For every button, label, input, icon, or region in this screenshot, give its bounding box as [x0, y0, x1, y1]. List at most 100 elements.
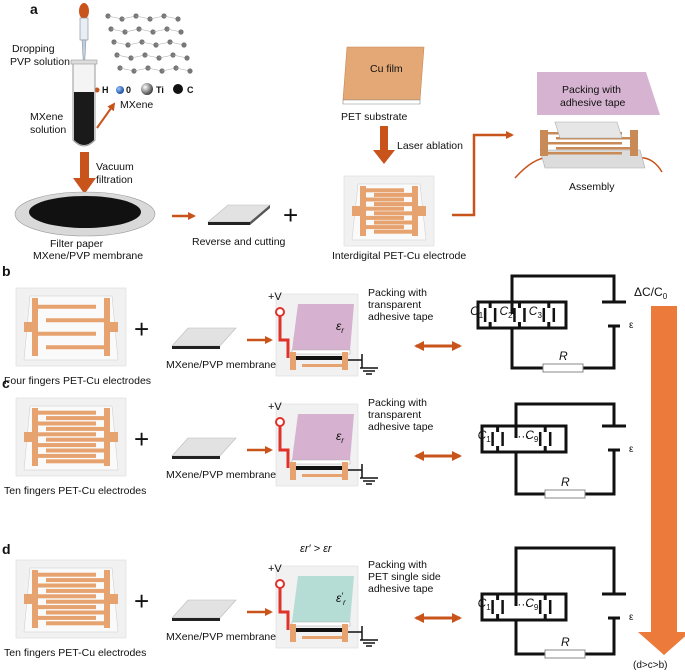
row-d: Ten fingers PET-Cu electrodes+MXene/PVP …	[4, 543, 634, 659]
permittivity-compare: εr′ > εr	[300, 543, 333, 555]
electrode-finger	[374, 211, 412, 216]
membrane-label: MXene/PVP membrane	[166, 359, 276, 371]
voltage-label: +V	[268, 291, 282, 303]
electrode-finger	[374, 202, 412, 207]
lattice-atom	[105, 13, 111, 19]
lattice-atom	[184, 55, 190, 61]
packing-label: Packing with	[368, 397, 427, 409]
cut-membrane-icon	[207, 204, 271, 225]
packing-label: adhesive tape	[368, 421, 434, 433]
packing-label-a-1: Packing with	[562, 84, 621, 96]
panel-label-b: b	[2, 263, 11, 279]
electrode-finger	[38, 331, 96, 336]
electrode-finger	[366, 225, 404, 230]
trend-order: (d>c>b)	[633, 660, 667, 671]
electrode-finger	[46, 345, 104, 350]
dropping-label: Dropping	[12, 43, 55, 55]
membrane-icon	[171, 599, 237, 619]
cu-film-label: Cu film	[370, 63, 403, 75]
dropper-icon	[79, 3, 89, 61]
resistor-label: R	[561, 475, 570, 489]
electrode-bus	[360, 186, 366, 236]
mxene-solution-label-2: solution	[30, 124, 66, 136]
packing-label: Packing with	[368, 559, 427, 571]
membrane-label: MXene/PVP membrane	[166, 631, 276, 643]
packing-label-a-2: adhesive tape	[560, 97, 626, 109]
electrode-finger	[38, 453, 96, 458]
assembly-label: Assembly	[569, 181, 615, 193]
packing-label: adhesive tape	[368, 583, 434, 595]
electrodes-label: Ten fingers PET-Cu electrodes	[4, 647, 146, 659]
plus-a: +	[283, 200, 298, 230]
electrode-finger	[38, 572, 96, 577]
packing-label: transparent	[368, 299, 421, 311]
arrow-to-assembly	[452, 131, 514, 217]
packing-label: adhesive tape	[368, 311, 434, 323]
voltage-label: +V	[268, 401, 282, 413]
voltage-label: +V	[268, 563, 282, 575]
cu-film-icon	[342, 46, 425, 105]
row-b: Four fingers PET-Cu electrodes + MXene/PVP…	[4, 274, 634, 387]
c-atom-icon	[173, 84, 183, 94]
lattice-atom	[181, 42, 187, 48]
filter-paper-label: Filter paper	[50, 238, 104, 250]
electrode-finger	[46, 437, 104, 442]
capacitor-ellipsis: ···	[517, 429, 529, 443]
lattice-atom	[175, 16, 181, 22]
membrane-icon	[171, 327, 237, 347]
electrode-bus	[32, 408, 38, 466]
resistor-icon	[544, 649, 586, 659]
battery-emf-label: ε	[629, 320, 634, 331]
capacitor-label: C9	[525, 428, 539, 444]
electrode-finger	[38, 443, 96, 448]
permittivity-label: εr	[336, 319, 344, 335]
trend-label: ΔC/C0	[634, 285, 668, 301]
electrode-finger	[46, 610, 104, 615]
permittivity-label: ε′r	[336, 591, 346, 607]
electrode-bus	[412, 186, 418, 236]
electrode-bus	[104, 570, 110, 628]
terminal-icon	[275, 417, 285, 427]
o-atom-icon	[116, 86, 124, 94]
lattice-atom	[125, 42, 131, 48]
resistor-label: R	[561, 635, 570, 649]
packing-label: PET single side	[368, 571, 441, 583]
mxene-label: MXene	[120, 99, 153, 111]
plus-sign: +	[134, 314, 149, 344]
interdigital-electrode-icon	[343, 175, 435, 247]
membrane-label-a: MXene/PVP membrane	[33, 250, 143, 262]
capacitor-label: C2	[499, 304, 513, 320]
electrodes-label: Four fingers PET-Cu electrodes	[4, 375, 151, 387]
packing-label: transparent	[368, 409, 421, 421]
capacitor-label: C1	[470, 304, 484, 320]
lattice-atom	[133, 13, 139, 19]
capacitor-label: C1	[478, 428, 492, 444]
pvp-solution-label: PVP solution	[10, 56, 70, 68]
capacitor-label: C9	[525, 596, 539, 612]
electrode-finger	[46, 416, 104, 421]
interdigital-electrode-label: Interdigital PET-Cu electrode	[332, 250, 466, 262]
terminal-icon	[275, 579, 285, 589]
pet-substrate-label: PET substrate	[341, 111, 407, 123]
electrode-finger	[38, 594, 96, 599]
resistor-label: R	[559, 349, 568, 363]
electrode-finger	[38, 605, 96, 610]
electrode-finger	[46, 599, 104, 604]
electrode-finger	[366, 206, 404, 211]
laser-arrow	[373, 126, 395, 164]
electrode-finger	[38, 583, 96, 588]
electrode-finger	[46, 588, 104, 593]
lattice-atom	[161, 13, 167, 19]
electrode-finger	[46, 318, 104, 323]
dielectric-layer	[292, 304, 354, 350]
electrode-finger	[38, 432, 96, 437]
filter-paper-icon	[14, 191, 156, 237]
capacitor-ellipsis: ···	[517, 597, 529, 611]
trend-arrow	[638, 306, 685, 655]
row-c: Ten fingers PET-Cu electrodes+MXene/PVP …	[4, 397, 634, 499]
terminal-icon	[275, 307, 285, 317]
electrode-finger	[366, 197, 404, 202]
electrode-finger	[46, 448, 104, 453]
electrode-finger	[46, 426, 104, 431]
